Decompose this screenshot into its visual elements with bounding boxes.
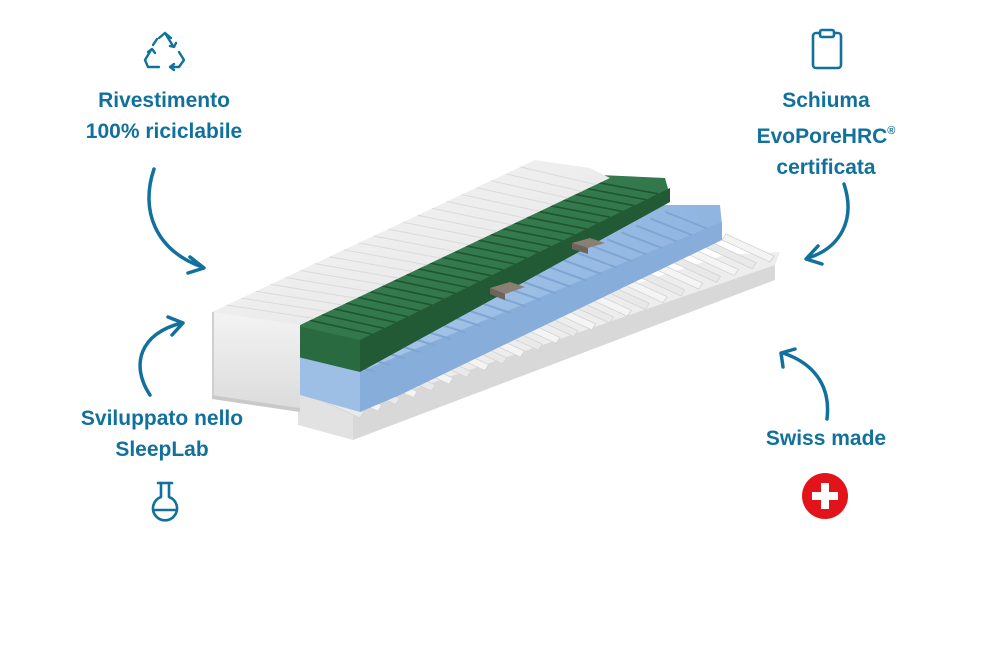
- blue-cut-line: [548, 265, 587, 282]
- blue-cut-line: [635, 224, 678, 243]
- quilt-line: [490, 180, 568, 199]
- feature-lab-line2: SleepLab: [115, 438, 209, 461]
- spring-rib: [721, 233, 775, 263]
- green-cut-line: [518, 214, 587, 230]
- feature-recycle-label: Rivestimento 100% riciclabile: [64, 85, 264, 147]
- green-foam-cuts: [309, 180, 659, 335]
- green-cut-line: [495, 226, 563, 242]
- blue-cut-line: [665, 210, 708, 230]
- feature-foam-line2: EvoPoreHRC®: [726, 116, 926, 152]
- quilt-line: [329, 256, 413, 273]
- feature-swiss-line1: Swiss made: [765, 427, 887, 450]
- green-cut-line: [413, 267, 480, 283]
- arrow-lab: [138, 315, 185, 397]
- blue-cut-line: [650, 217, 693, 236]
- green-cut-line: [553, 197, 623, 213]
- feature-foam-label: Schiuma EvoPoreHRC® certificata: [726, 85, 926, 183]
- swiss-cross-icon: [802, 473, 848, 519]
- green-cut-line: [448, 249, 516, 265]
- green-cut-line: [576, 185, 647, 201]
- quilt-line: [461, 194, 540, 212]
- blue-cut-line: [621, 231, 663, 249]
- zone-markers: [490, 238, 605, 300]
- green-cut-line: [390, 278, 456, 295]
- flask-icon: [151, 481, 179, 522]
- quilt-line: [226, 304, 315, 319]
- quilt-line: [446, 200, 526, 219]
- green-cut-line: [355, 296, 420, 312]
- quilt-line: [520, 166, 597, 186]
- cover-quilt-lines: [226, 166, 597, 319]
- quilt-line: [402, 221, 484, 239]
- green-cut-line: [344, 301, 408, 318]
- quilt-line: [285, 276, 371, 293]
- quilt-line: [255, 290, 343, 306]
- green-cut-line: [506, 220, 575, 236]
- feature-foam-line1: Schiuma: [782, 89, 870, 112]
- feature-lab-line1: Sviluppato nello: [80, 407, 244, 430]
- quilt-line: [241, 297, 329, 313]
- feature-foam-line2-text: EvoPoreHRC: [756, 125, 888, 148]
- blue-cut-line: [519, 279, 557, 295]
- feature-recycle-line2: 100% riciclabile: [85, 120, 243, 143]
- green-cut-line: [332, 307, 396, 324]
- green-cut-line: [321, 313, 385, 330]
- quilt-line: [432, 207, 512, 226]
- arrow-foam: [804, 182, 850, 266]
- clipboard-icon: [811, 28, 843, 70]
- feature-recycle-line1: Rivestimento: [98, 89, 230, 112]
- quilt-line: [388, 228, 470, 246]
- blue-cut-line: [577, 252, 617, 269]
- green-cut-line: [367, 290, 432, 306]
- quilt-line: [373, 235, 456, 252]
- green-cut-line: [437, 255, 504, 271]
- recycle-icon: [143, 31, 186, 72]
- green-cut-line: [379, 284, 444, 300]
- feature-lab-label: Sviluppato nello SleepLab: [62, 403, 262, 465]
- green-cut-line: [541, 203, 611, 219]
- registered-mark: ®: [887, 125, 896, 137]
- blue-cut-line: [533, 272, 572, 288]
- feature-foam-line3: certificata: [776, 156, 876, 179]
- green-cut-line: [425, 261, 492, 277]
- feature-swiss-label: Swiss made: [726, 423, 926, 454]
- arrow-recycle: [147, 167, 206, 275]
- green-cut-line: [402, 272, 468, 289]
- green-cut-line: [565, 191, 635, 207]
- arrow-swiss: [779, 347, 830, 421]
- quilt-line: [476, 187, 554, 206]
- green-cut-line: [530, 209, 599, 224]
- quilt-line: [344, 249, 427, 266]
- quilt-line: [270, 283, 357, 299]
- quilt-line: [505, 173, 582, 192]
- green-cut-line: [309, 319, 373, 335]
- green-cut-line: [460, 243, 528, 259]
- mattress-cover: [212, 160, 610, 412]
- green-cut-line: [483, 232, 551, 248]
- quilt-line: [417, 214, 498, 232]
- quilt-line: [314, 263, 399, 279]
- quilt-line: [358, 242, 442, 259]
- blue-cut-line: [562, 259, 602, 275]
- blue-cut-line: [606, 238, 647, 256]
- quilt-line: [300, 270, 385, 286]
- green-cut-line: [588, 180, 659, 195]
- blue-cut-line: [592, 245, 632, 262]
- green-cut-line: [472, 238, 540, 254]
